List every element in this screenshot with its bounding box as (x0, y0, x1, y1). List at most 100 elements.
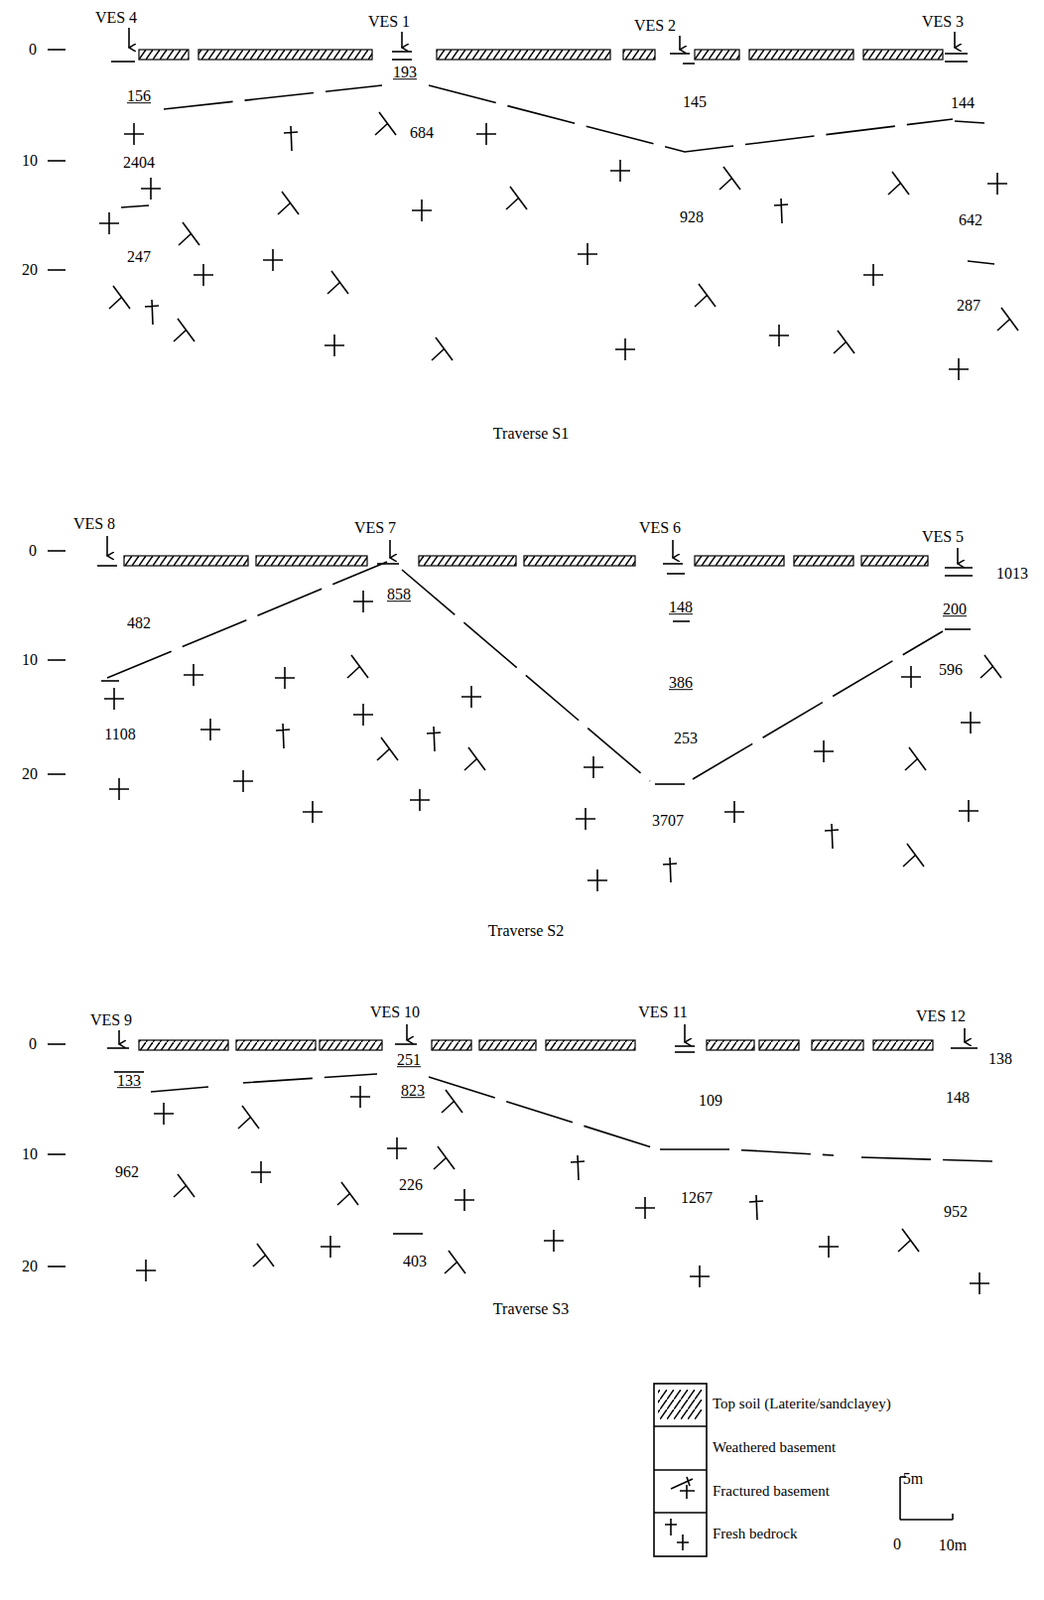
section-label: 145 (682, 93, 707, 112)
section-label: VES 3 (921, 12, 964, 31)
rock-symbol (387, 1137, 407, 1160)
section-label: 386 (668, 673, 693, 692)
rock-symbol (99, 212, 120, 235)
depth-ticks (47, 49, 66, 1267)
rock-symbol (274, 666, 295, 689)
rock-symbol (109, 285, 131, 309)
rock-symbol (575, 807, 596, 830)
topsoil-hatch (436, 49, 611, 60)
topsoil-hatch (811, 1040, 864, 1050)
section-label: VES 2 (634, 16, 676, 35)
rock-symbol (958, 799, 979, 822)
rock-symbol (749, 1194, 764, 1220)
section-label: 133 (117, 1071, 141, 1090)
rock-symbol (818, 1235, 839, 1258)
section-label: 148 (945, 1088, 970, 1107)
rock-symbol (980, 654, 1002, 678)
section-label: 5m (903, 1469, 923, 1488)
section-label: Traverse S2 (488, 921, 564, 940)
ves-arrows (107, 27, 965, 1044)
section-label: VES 10 (370, 1003, 420, 1022)
topsoil-hatch (138, 49, 189, 60)
rock-symbol (233, 770, 254, 792)
section-label: 247 (127, 248, 151, 266)
legend-text: Weathered basement (712, 1438, 836, 1456)
rock-symbol (135, 1259, 156, 1282)
topsoil-hatch (706, 1040, 755, 1050)
rock-symbol (769, 324, 789, 347)
rock-symbol (327, 270, 349, 294)
topsoil-hatch (863, 49, 943, 60)
section-label: VES 6 (639, 519, 681, 537)
topsoil-hatch (479, 1040, 536, 1050)
rock-symbol (302, 800, 323, 823)
section-label: Traverse S3 (493, 1300, 569, 1318)
section-label: 253 (673, 729, 698, 748)
rock-symbol (153, 1102, 174, 1125)
rock-symbol (997, 307, 1019, 331)
section-label: VES 12 (915, 1007, 966, 1026)
rock-symbol (615, 338, 636, 361)
rock-symbol (277, 191, 299, 215)
topsoil-hatch (256, 555, 368, 566)
section-label: 858 (387, 585, 411, 604)
rock-symbol (377, 737, 398, 761)
topsoil-hatch (749, 49, 854, 60)
rock-symbol (689, 1265, 710, 1288)
rock-symbol (987, 172, 1008, 195)
rock-symbol (173, 1174, 195, 1197)
rock-symbol (144, 299, 159, 325)
section-label: 287 (956, 296, 981, 315)
section-label: 1108 (104, 725, 135, 744)
section-label: VES 11 (638, 1003, 688, 1022)
rock-symbol (662, 857, 677, 883)
section-label: 0 (28, 40, 37, 59)
rock-symbol (109, 778, 130, 800)
rock-symbol (454, 1188, 475, 1211)
section-label: VES 4 (95, 8, 137, 27)
section-label: 10 (21, 1145, 38, 1164)
section-label: VES 1 (368, 12, 410, 31)
section-label: 193 (392, 63, 417, 82)
section-label: 156 (127, 87, 151, 106)
topsoil-band (124, 49, 943, 1050)
rock-symbol (262, 249, 283, 271)
rock-symbol (253, 1243, 274, 1267)
section-label: 2404 (123, 153, 155, 172)
rock-symbol (200, 718, 221, 741)
section-label: 0 (28, 541, 37, 560)
rock-symbol (719, 166, 741, 190)
rock-symbol (251, 1161, 271, 1183)
topsoil-hatch (694, 555, 784, 566)
rock-symbol (444, 1250, 466, 1274)
section-label: 10m (938, 1536, 967, 1555)
rock-symbol (824, 823, 839, 849)
topsoil-hatch (759, 1040, 799, 1050)
rock-symbol (901, 665, 921, 688)
rock-symbol (173, 318, 195, 342)
section-label: 20 (21, 1257, 38, 1276)
rock-symbol (104, 687, 125, 710)
legend-text: Fresh bedrock (712, 1525, 797, 1543)
topsoil-hatch (793, 555, 854, 566)
ves-marks (97, 51, 978, 1052)
section-label: VES 7 (354, 519, 396, 537)
topsoil-hatch (198, 49, 373, 60)
legend-box (653, 1383, 707, 1557)
topsoil-hatch (431, 1040, 472, 1050)
topsoil-hatch (545, 1040, 636, 1050)
section-label: 20 (21, 261, 38, 279)
section-label: 3707 (652, 811, 684, 830)
rock-symbol (183, 663, 204, 686)
section-label: 251 (396, 1050, 421, 1069)
rock-symbol (833, 330, 855, 354)
section-label: 482 (127, 614, 151, 633)
legend-text: Fractured basement (712, 1482, 830, 1500)
section-label: 596 (938, 660, 963, 679)
rock-symbol (275, 723, 290, 749)
section-label: 10 (21, 651, 38, 669)
section-label: VES 9 (90, 1011, 132, 1030)
rock-symbol (898, 1228, 919, 1252)
section-label: VES 5 (921, 527, 964, 546)
rock-symbol (461, 685, 482, 708)
